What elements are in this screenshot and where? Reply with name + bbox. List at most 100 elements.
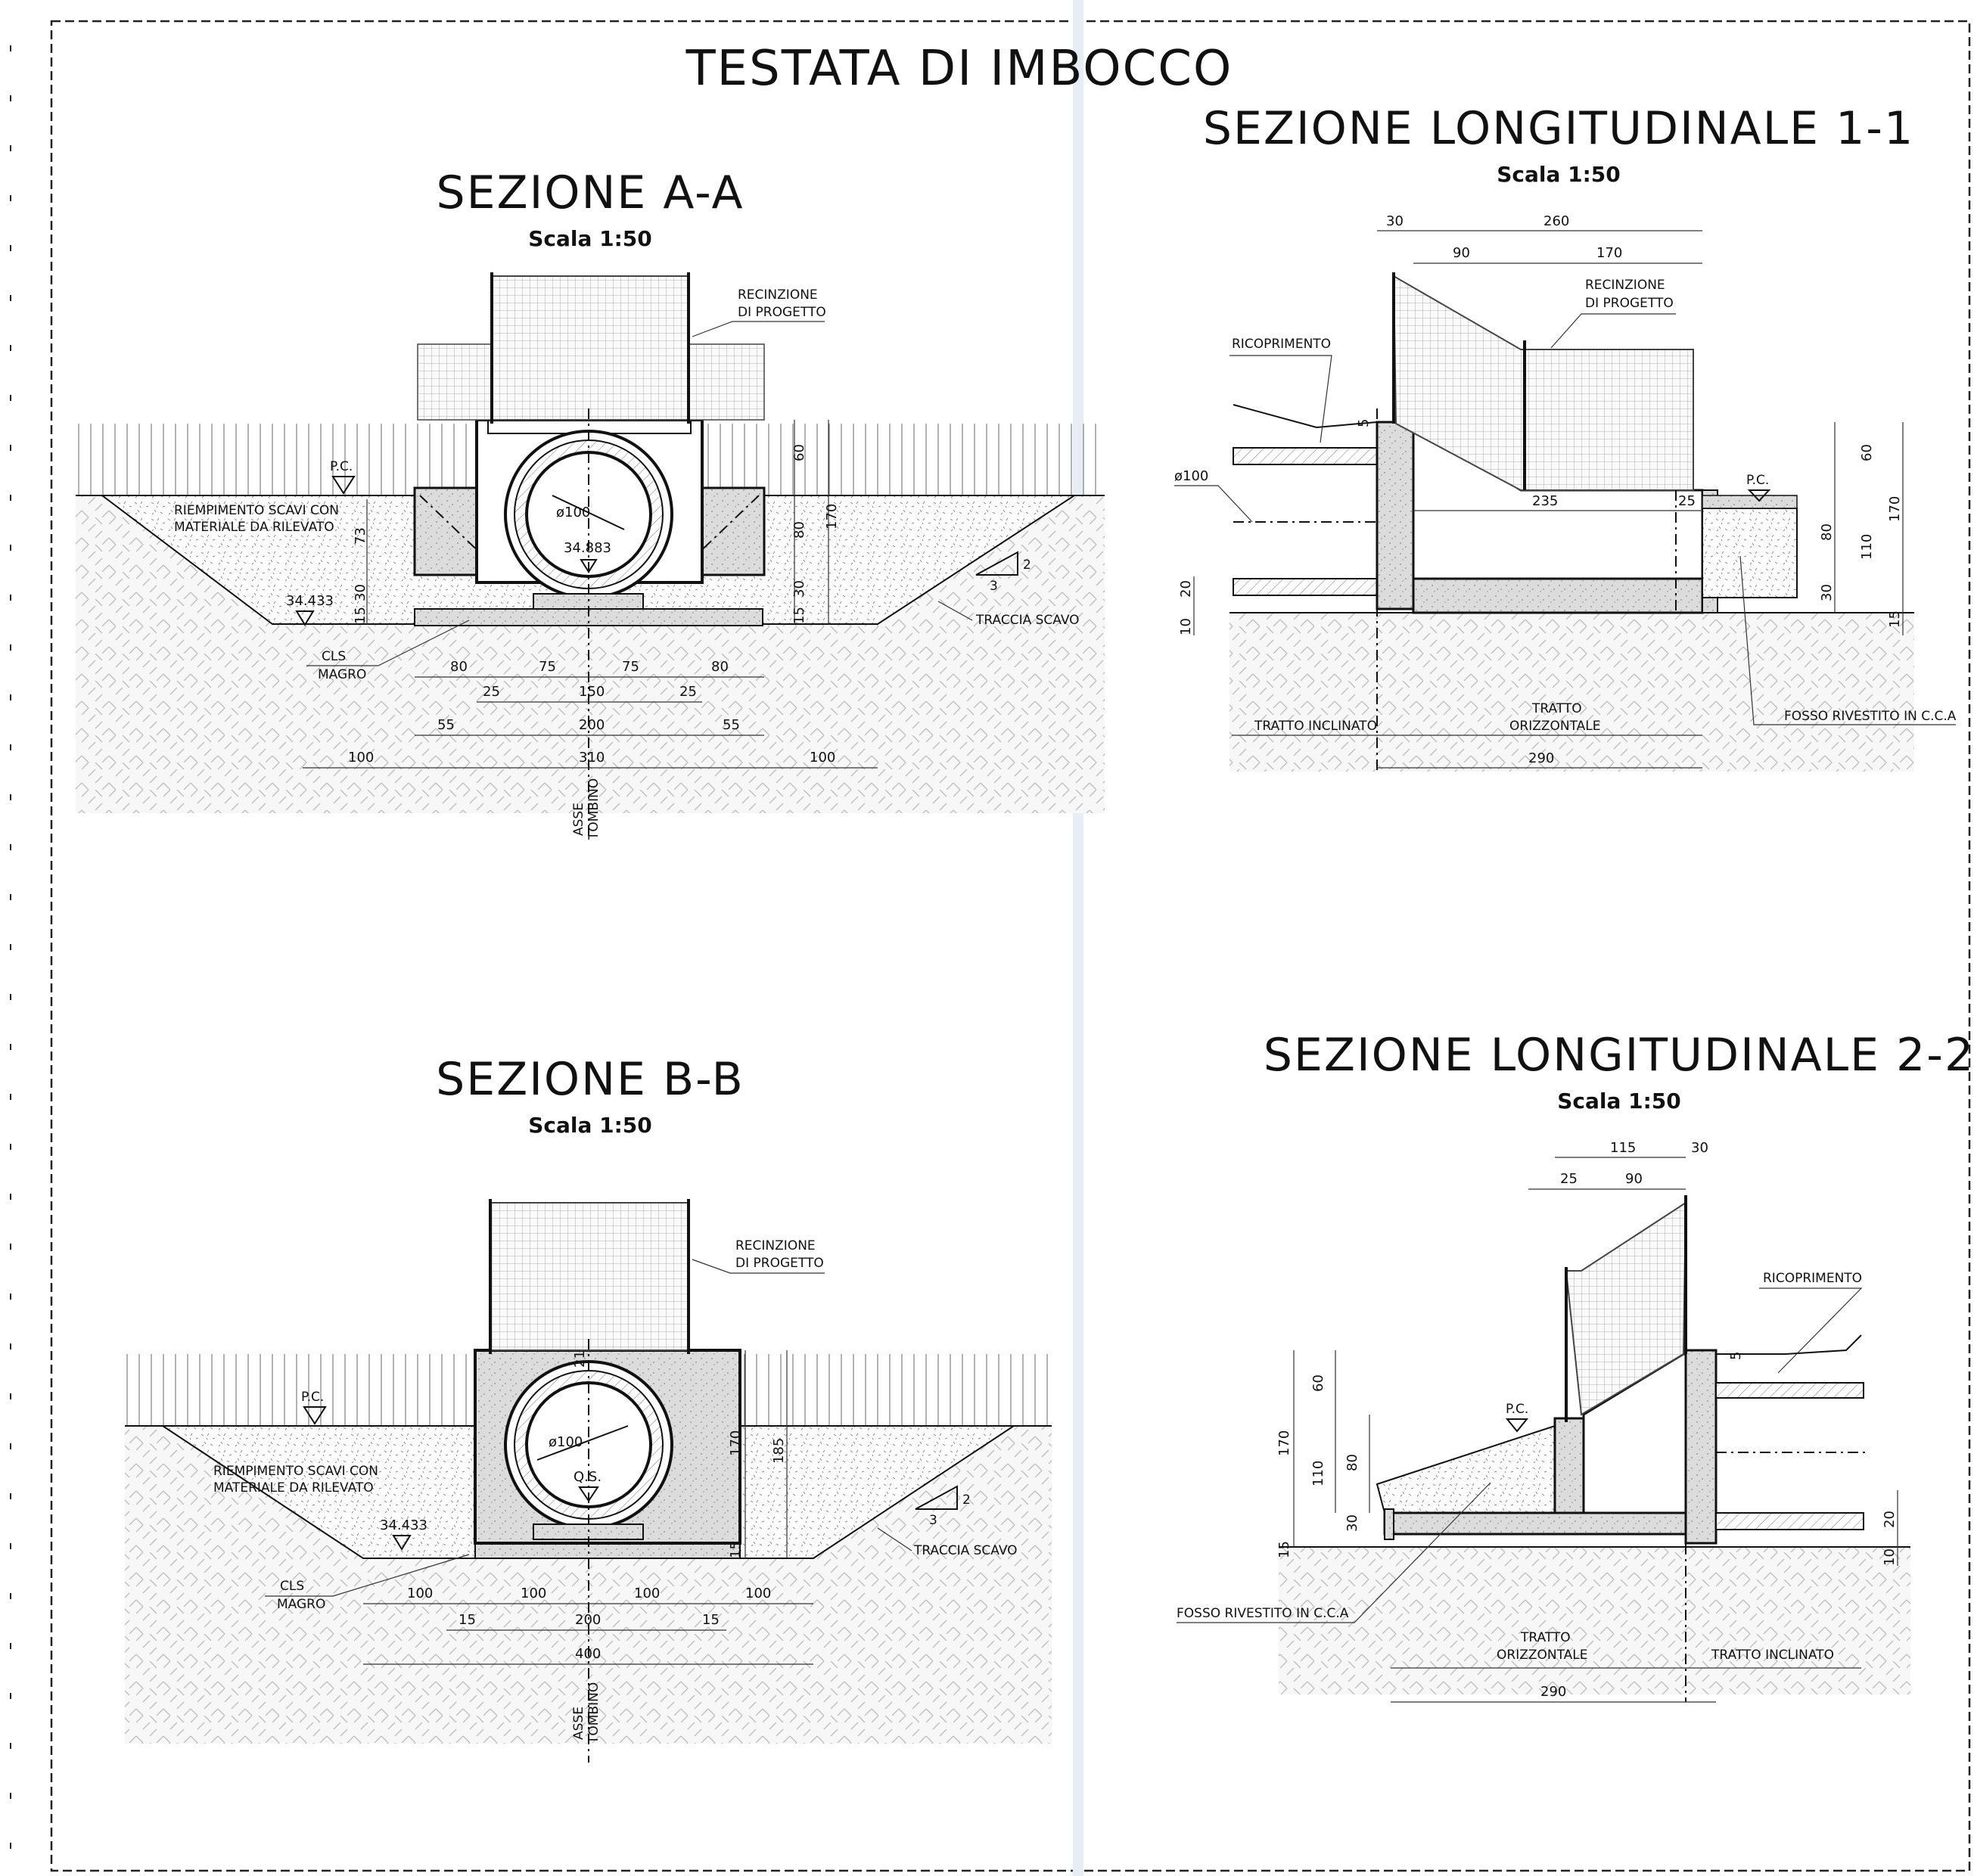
sez-bb-dim: 100 <box>634 1586 660 1601</box>
sez-22-dim: 5 <box>1728 1352 1744 1360</box>
sez-bb-dim: 100 <box>521 1586 546 1601</box>
sez-aa-dim: 100 <box>348 750 374 766</box>
sez-aa-dim: 55 <box>437 717 455 733</box>
sez-22-scale: Scala 1:50 <box>1557 1089 1681 1113</box>
sez-bb-fence-mesh <box>490 1202 689 1351</box>
sez-bb-slope-h: 3 <box>929 1513 937 1528</box>
sez-11-dim: 90 <box>1453 245 1470 261</box>
sez-aa-recinzione-2: DI PROGETTO <box>738 305 826 320</box>
sez-11-dim: 290 <box>1528 750 1554 766</box>
sez-bb-dim: 15 <box>728 1541 744 1558</box>
sez-11-dim: 5 <box>1356 419 1372 427</box>
sez-11-dim: 25 <box>1678 493 1696 509</box>
sez-11-pc: P.C. <box>1746 473 1769 488</box>
sez-22-wall-left <box>1553 1417 1585 1514</box>
sez-bb-riemp-1: RIEMPIMENTO SCAVI CON <box>213 1464 378 1479</box>
sez-11-dim: 170 <box>1596 245 1622 261</box>
sez-11-dim: 30 <box>1386 213 1404 229</box>
sez-aa-asse-1: ASSE <box>571 803 586 836</box>
sez-bb-riemp-2: MATERIALE DA RILEVATO <box>213 1480 374 1496</box>
sez-bb-pipe-inner <box>525 1381 652 1508</box>
sez-bb-recinzione-2: DI PROGETTO <box>735 1256 824 1271</box>
sez-22-dim: 110 <box>1310 1461 1326 1486</box>
sez-22-pipe-top <box>1715 1382 1864 1399</box>
sez-aa-slope-h: 3 <box>990 579 998 594</box>
sheet-title: TESTATA DI IMBOCCO <box>685 41 1233 97</box>
sez-bb-asse-2: TOMBINO <box>586 1682 602 1744</box>
sez-aa-cls-1: CLS <box>322 649 346 664</box>
sez-aa-dim: 75 <box>622 659 639 675</box>
sez-aa-dim: 30 <box>353 584 368 601</box>
sez-bb-cls-2: MAGRO <box>277 1597 325 1612</box>
sez-bb-qs: Q.S. <box>574 1469 602 1485</box>
sez-bb-dim: 170 <box>728 1430 744 1456</box>
view-sezione-long-11: SEZIONE LONGITUDINALE 1-1 Scala 1:50 REC… <box>1174 102 1957 772</box>
sez-22-dim: 10 <box>1882 1548 1898 1566</box>
sez-aa-dim: 170 <box>824 504 840 530</box>
view-sezione-aa: SEZIONE A-A Scala 1:50 ø100 34.883 <box>76 166 1105 840</box>
sez-bb-slope-v: 2 <box>962 1492 971 1508</box>
sez-11-pipe-top <box>1233 447 1378 465</box>
sez-22-dim: 30 <box>1344 1514 1360 1532</box>
sez-bb-dim: 185 <box>771 1438 787 1464</box>
sez-aa-wing-right <box>701 486 766 576</box>
sez-22-dim: 15 <box>1276 1541 1292 1558</box>
sez-22-headwall <box>1684 1349 1718 1545</box>
sez-11-slab <box>1412 577 1704 614</box>
sez-22-title: SEZIONE LONGITUDINALE 2-2 <box>1264 1029 1974 1082</box>
sez-aa-diam: ø100 <box>556 505 590 520</box>
sez-aa-dim: 25 <box>483 684 500 700</box>
sez-22-slab <box>1383 1511 1696 1536</box>
sez-22-dim: 115 <box>1610 1140 1636 1156</box>
sez-bb-cls-magro <box>474 1542 741 1559</box>
sez-aa-scale: Scala 1:50 <box>528 226 652 251</box>
sez-22-dim: 90 <box>1625 1171 1643 1187</box>
sez-aa-dim: 73 <box>353 527 368 545</box>
sez-bb-dim: 100 <box>745 1586 771 1601</box>
sez-aa-pc: P.C. <box>330 459 353 474</box>
sez-aa-dim: 150 <box>579 684 605 700</box>
sez-aa-dim: 60 <box>791 444 807 461</box>
sez-11-pipe-bottom <box>1233 578 1378 596</box>
sez-bb-recinzione-1: RECINZIONE <box>735 1238 816 1253</box>
sez-aa-dim: 80 <box>450 659 468 675</box>
sez-11-tratto-orizz-1: TRATTO <box>1531 701 1582 716</box>
sez-bb-dim: 400 <box>575 1646 601 1662</box>
sez-bb-dim: 15 <box>702 1612 720 1628</box>
sez-11-dim: 60 <box>1859 444 1875 461</box>
sez-22-tratto-orizz-2: ORIZZONTALE <box>1497 1648 1588 1663</box>
sez-bb-traccia: TRACCIA SCAVO <box>913 1543 1018 1558</box>
sez-11-headwall <box>1376 421 1415 610</box>
sez-11-fence-mesh <box>1392 275 1694 491</box>
sez-bb-cls-1: CLS <box>280 1579 304 1594</box>
sez-aa-riemp-2: MATERIALE DA RILEVATO <box>174 520 334 535</box>
sez-aa-asse-2: TOMBINO <box>586 778 602 840</box>
sez-11-dim: 80 <box>1819 523 1835 541</box>
sez-11-soil <box>1229 613 1914 772</box>
sez-22-fosso <box>1376 1424 1556 1514</box>
sez-11-dim: 30 <box>1819 584 1835 601</box>
sez-aa-dim: 75 <box>539 659 556 675</box>
sez-11-tratto-orizz-2: ORIZZONTALE <box>1509 719 1601 734</box>
sez-22-soil <box>1279 1547 1910 1694</box>
sez-11-diam: ø100 <box>1174 468 1208 484</box>
sez-11-dim: 170 <box>1887 496 1903 522</box>
sez-11-tratto-incl: TRATTO INCLINATO <box>1254 719 1377 734</box>
sez-11-scale: Scala 1:50 <box>1497 162 1621 187</box>
sez-22-dim: 20 <box>1882 1511 1898 1528</box>
view-sezione-long-22: SEZIONE LONGITUDINALE 2-2 Scala 1:50 RIC… <box>1177 1029 1974 1703</box>
sez-22-pipe-bottom <box>1715 1512 1864 1530</box>
sez-bb-dim: 15 <box>459 1612 476 1628</box>
sez-11-dim: 260 <box>1543 213 1569 229</box>
sez-22-tratto-orizz-1: TRATTO <box>1520 1630 1571 1645</box>
sez-22-dim: 290 <box>1540 1684 1566 1700</box>
sez-aa-dim: 310 <box>579 750 605 766</box>
sez-22-dim: 60 <box>1310 1374 1326 1392</box>
sez-aa-elev-2: 34.433 <box>286 593 334 609</box>
sez-aa-dim: 55 <box>723 717 740 733</box>
sez-aa-dim: 15 <box>791 607 807 624</box>
sez-11-fosso <box>1702 508 1798 598</box>
sez-11-dim: 15 <box>1887 610 1903 628</box>
sez-22-dim: 25 <box>1560 1171 1578 1187</box>
